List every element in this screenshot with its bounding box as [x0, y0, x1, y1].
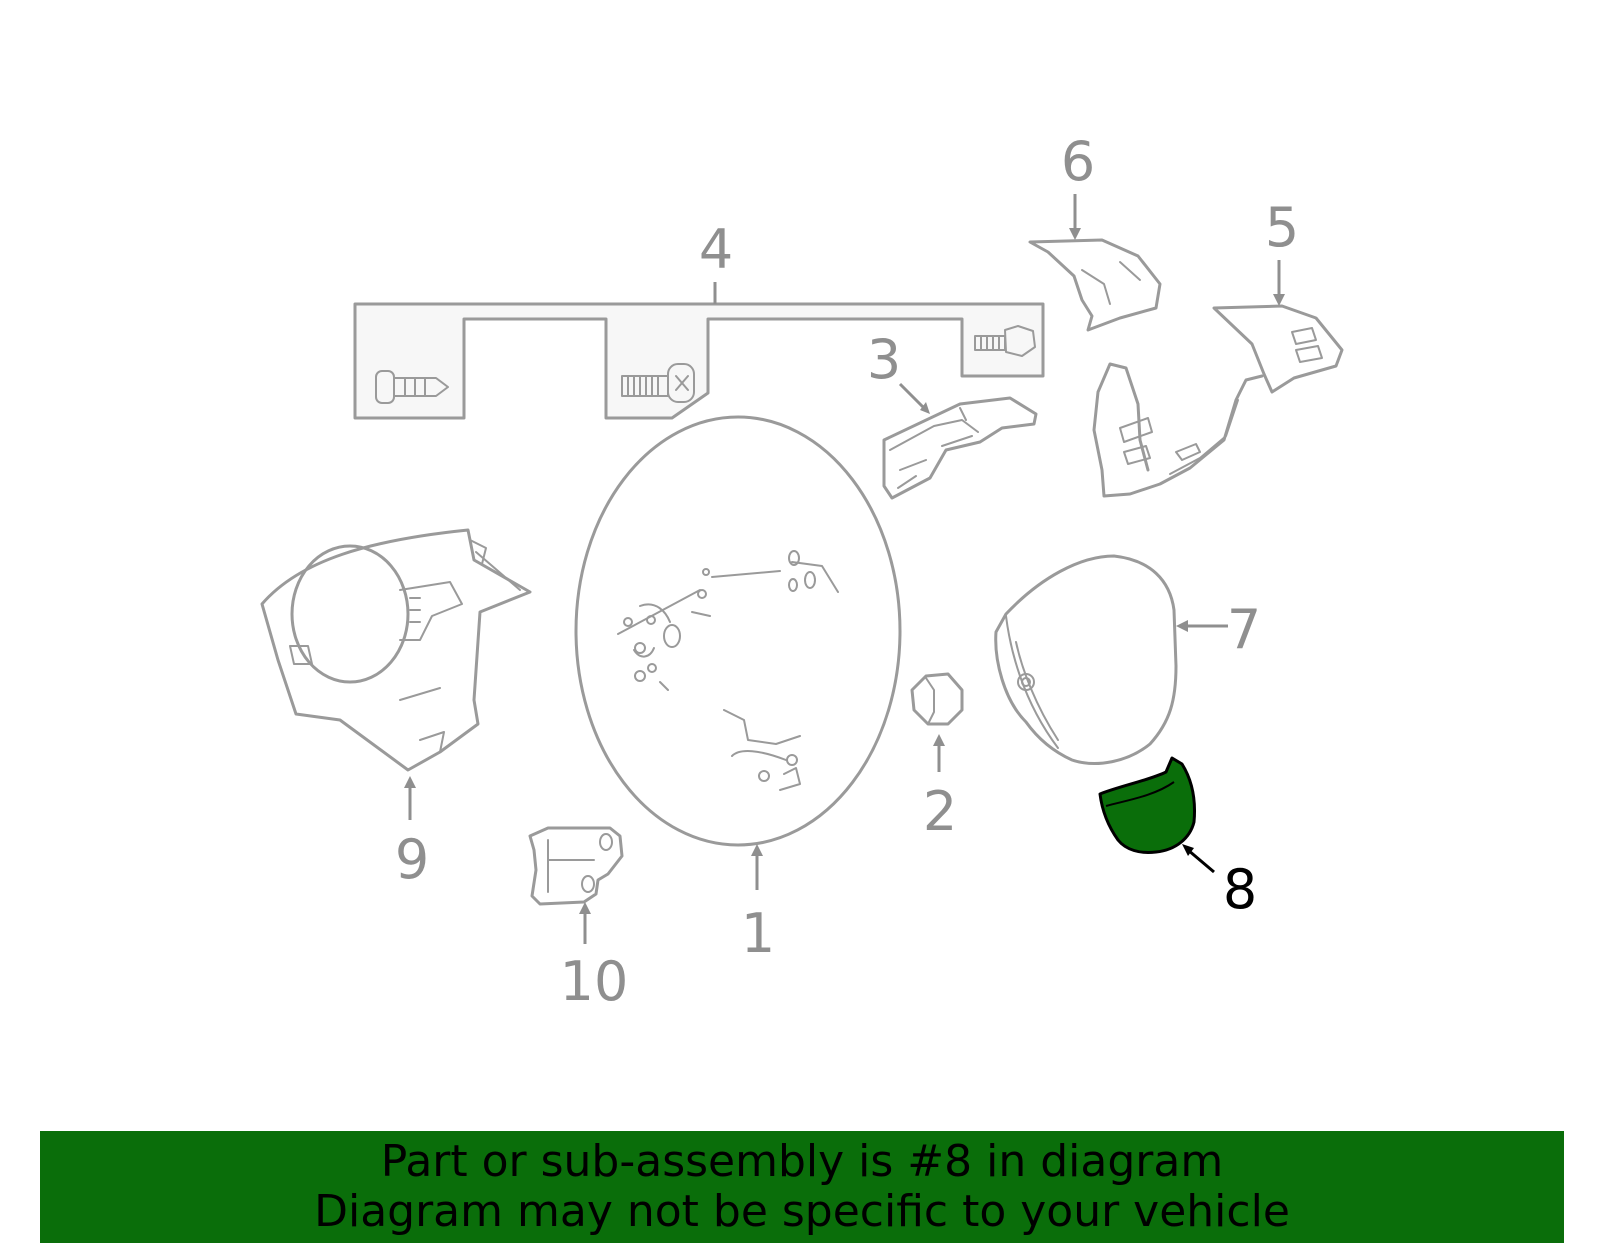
part-7-airbag-module[interactable] — [994, 554, 1178, 765]
callout-2: 2 — [923, 780, 957, 843]
part-6-switch-cover[interactable] — [1028, 238, 1162, 332]
part-9-rear-cover[interactable] — [260, 528, 532, 772]
callout-3-leader — [898, 382, 926, 410]
banner-line-2: Diagram may not be specific to your vehi… — [314, 1186, 1290, 1237]
part-4-bracket[interactable] — [353, 302, 1045, 420]
bolt-left-icon — [375, 370, 449, 404]
part-5-switch-assembly[interactable] — [1092, 304, 1344, 498]
callout-7: 7 — [1227, 598, 1261, 661]
callout-8: 8 — [1223, 858, 1257, 921]
callout-10: 10 — [560, 950, 629, 1013]
callout-8-leader — [1187, 848, 1215, 874]
callout-5: 5 — [1265, 196, 1299, 259]
info-banner: Part or sub-assembly is #8 in diagram Di… — [40, 1131, 1564, 1243]
callout-3: 3 — [867, 328, 901, 391]
part-10-bracket[interactable] — [528, 826, 624, 906]
banner-line-1: Part or sub-assembly is #8 in diagram — [380, 1136, 1224, 1187]
callout-4: 4 — [699, 218, 733, 281]
part-2-nut[interactable] — [910, 672, 964, 726]
callout-9: 9 — [395, 828, 429, 891]
part-3-switch-bracket[interactable] — [882, 396, 1038, 500]
part-1-steering-wheel[interactable] — [574, 415, 902, 847]
callout-6: 6 — [1061, 130, 1095, 193]
part-8-lower-cover[interactable] — [1098, 756, 1196, 854]
bolt-right-icon — [974, 325, 1036, 357]
bolt-middle-icon — [621, 363, 695, 403]
callout-1: 1 — [741, 902, 775, 965]
